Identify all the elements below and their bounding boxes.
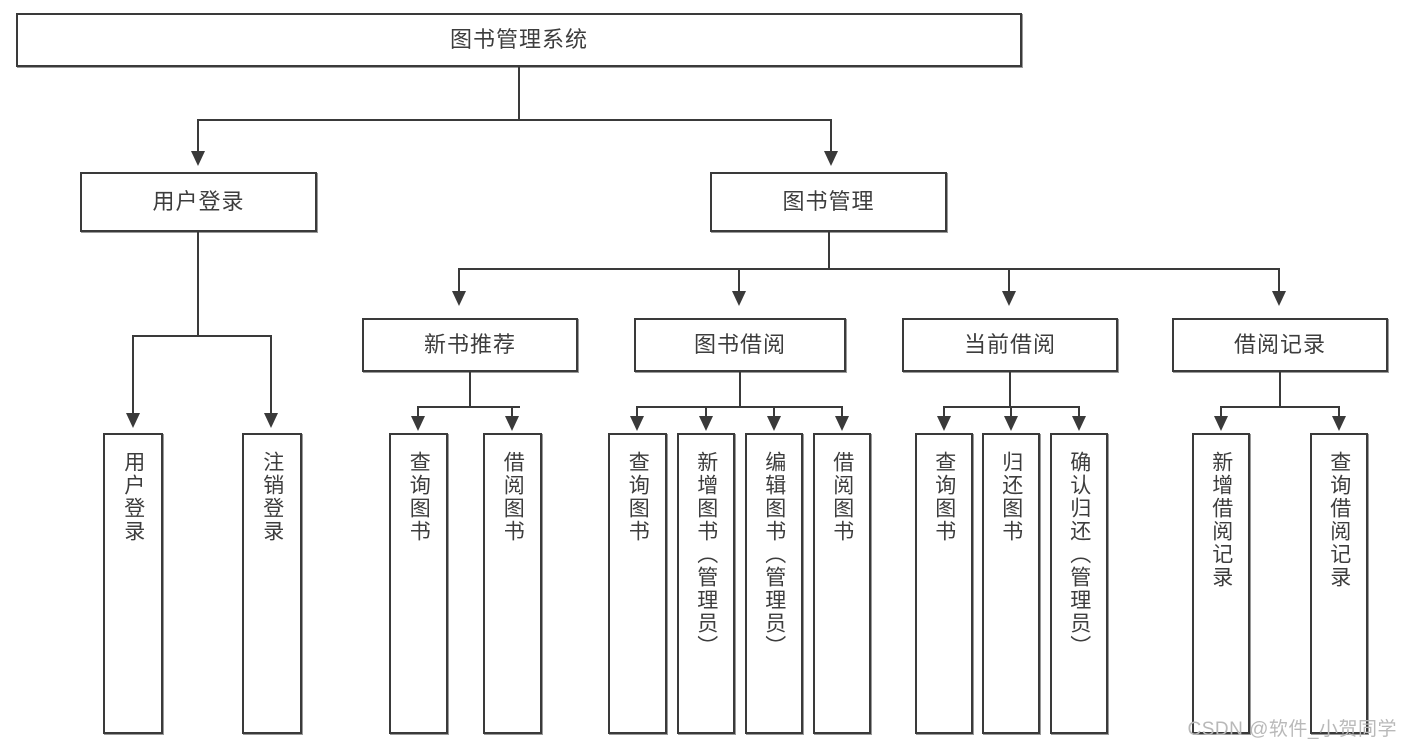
leaf-bb-borrow-book[interactable]: 借阅图书	[813, 433, 871, 734]
edge-root-stem	[518, 67, 520, 119]
edge-drop-new-book-recommend	[458, 268, 460, 293]
node-root-book-management-system[interactable]: 图书管理系统	[16, 13, 1022, 67]
arrowhead-bb-borrow-book	[835, 416, 849, 431]
edge-drop-borrow-record	[1278, 268, 1280, 293]
node-label: 注销登录	[260, 451, 284, 543]
node-label: 新增图书（管理员）	[694, 451, 718, 658]
leaf-cb-query-book[interactable]: 查询图书	[915, 433, 973, 734]
edge-drop-bb-add-book	[705, 406, 707, 418]
node-label: 查询图书	[932, 451, 956, 543]
node-label: 图书管理	[782, 188, 875, 214]
leaf-br-add-record[interactable]: 新增借阅记录	[1192, 433, 1250, 734]
leaf-nbr-query-book[interactable]: 查询图书	[389, 433, 448, 734]
node-new-book-recommend[interactable]: 新书推荐	[362, 318, 578, 372]
node-label: 确认归还（管理员）	[1067, 451, 1091, 658]
arrowhead-leaf-logout	[264, 413, 278, 428]
node-label: 编辑图书（管理员）	[762, 451, 786, 658]
node-label: 当前借阅	[963, 331, 1056, 357]
node-label: 借阅图书	[830, 451, 854, 543]
edge-drop-user-login	[197, 119, 199, 153]
edge-borrow-record-bus	[1220, 406, 1340, 408]
edge-level3-bus	[458, 268, 1280, 270]
edge-drop-book-borrow	[738, 268, 740, 293]
leaf-user-login[interactable]: 用户登录	[103, 433, 163, 734]
edge-drop-bb-query-book	[636, 406, 638, 418]
arrowhead-new-book-recommend	[452, 291, 466, 306]
node-label: 查询图书	[407, 451, 431, 543]
arrowhead-cb-confirm-return	[1072, 416, 1086, 431]
edge-drop-bb-edit-book	[773, 406, 775, 418]
arrowhead-nbr-borrow-book	[505, 416, 519, 431]
edge-new-book-recommend-bus	[417, 406, 520, 408]
node-borrow-record[interactable]: 借阅记录	[1172, 318, 1388, 372]
edge-drop-current-borrow	[1008, 268, 1010, 293]
edge-user-login-stem	[197, 232, 199, 336]
edge-drop-bb-borrow-book	[841, 406, 843, 418]
arrowhead-current-borrow	[1002, 291, 1016, 306]
arrowhead-user-login	[191, 151, 205, 166]
leaf-bb-add-book[interactable]: 新增图书（管理员）	[677, 433, 735, 734]
node-current-borrow[interactable]: 当前借阅	[902, 318, 1118, 372]
leaf-cb-return-book[interactable]: 归还图书	[982, 433, 1040, 734]
arrowhead-bb-add-book	[699, 416, 713, 431]
arrowhead-book-management	[824, 151, 838, 166]
edge-book-borrow-stem	[739, 372, 741, 408]
node-label: 图书借阅	[693, 331, 786, 357]
edge-book-management-stem	[828, 232, 830, 270]
leaf-bb-query-book[interactable]: 查询图书	[608, 433, 667, 734]
arrowhead-bb-query-book	[630, 416, 644, 431]
leaf-nbr-borrow-book[interactable]: 借阅图书	[483, 433, 542, 734]
edge-new-book-recommend-stem	[469, 372, 471, 408]
arrowhead-bb-edit-book	[767, 416, 781, 431]
edge-drop-leaf-logout	[270, 335, 272, 415]
node-book-management[interactable]: 图书管理	[710, 172, 947, 232]
node-label: 新增借阅记录	[1209, 451, 1233, 589]
leaf-bb-edit-book[interactable]: 编辑图书（管理员）	[745, 433, 803, 734]
arrowhead-book-borrow	[732, 291, 746, 306]
node-book-borrow[interactable]: 图书借阅	[634, 318, 846, 372]
node-label: 用户登录	[152, 188, 245, 214]
arrowhead-nbr-query-book	[411, 416, 425, 431]
edge-current-borrow-stem	[1009, 372, 1011, 408]
arrowhead-cb-query-book	[937, 416, 951, 431]
arrowhead-br-add-record	[1214, 416, 1228, 431]
leaf-br-query-record[interactable]: 查询借阅记录	[1310, 433, 1368, 734]
edge-drop-nbr-borrow-book	[511, 406, 513, 418]
edge-book-borrow-bus	[636, 406, 843, 408]
edge-drop-cb-confirm-return	[1078, 406, 1080, 418]
node-user-login[interactable]: 用户登录	[80, 172, 317, 232]
edge-drop-cb-return-book	[1010, 406, 1012, 418]
edge-user-login-bus	[132, 335, 271, 337]
edge-drop-br-query-record	[1338, 406, 1340, 418]
node-label: 新书推荐	[423, 331, 516, 357]
node-label: 借阅图书	[501, 451, 525, 543]
arrowhead-cb-return-book	[1004, 416, 1018, 431]
node-label: 图书管理系统	[449, 26, 588, 52]
arrowhead-leaf-user-login	[126, 413, 140, 428]
edge-borrow-record-stem	[1279, 372, 1281, 408]
arrowhead-borrow-record	[1272, 291, 1286, 306]
node-label: 查询借阅记录	[1327, 451, 1351, 589]
leaf-cb-confirm-return[interactable]: 确认归还（管理员）	[1050, 433, 1108, 734]
edge-drop-br-add-record	[1220, 406, 1222, 418]
leaf-logout[interactable]: 注销登录	[242, 433, 302, 734]
node-label: 借阅记录	[1233, 331, 1326, 357]
node-label: 用户登录	[121, 451, 145, 543]
edge-drop-cb-query-book	[943, 406, 945, 418]
arrowhead-br-query-record	[1332, 416, 1346, 431]
node-label: 查询图书	[626, 451, 650, 543]
edge-drop-nbr-query-book	[417, 406, 419, 418]
edge-level2-bus	[197, 119, 832, 121]
edge-drop-leaf-user-login	[132, 335, 134, 415]
edge-drop-book-management	[830, 119, 832, 153]
node-label: 归还图书	[999, 451, 1023, 543]
